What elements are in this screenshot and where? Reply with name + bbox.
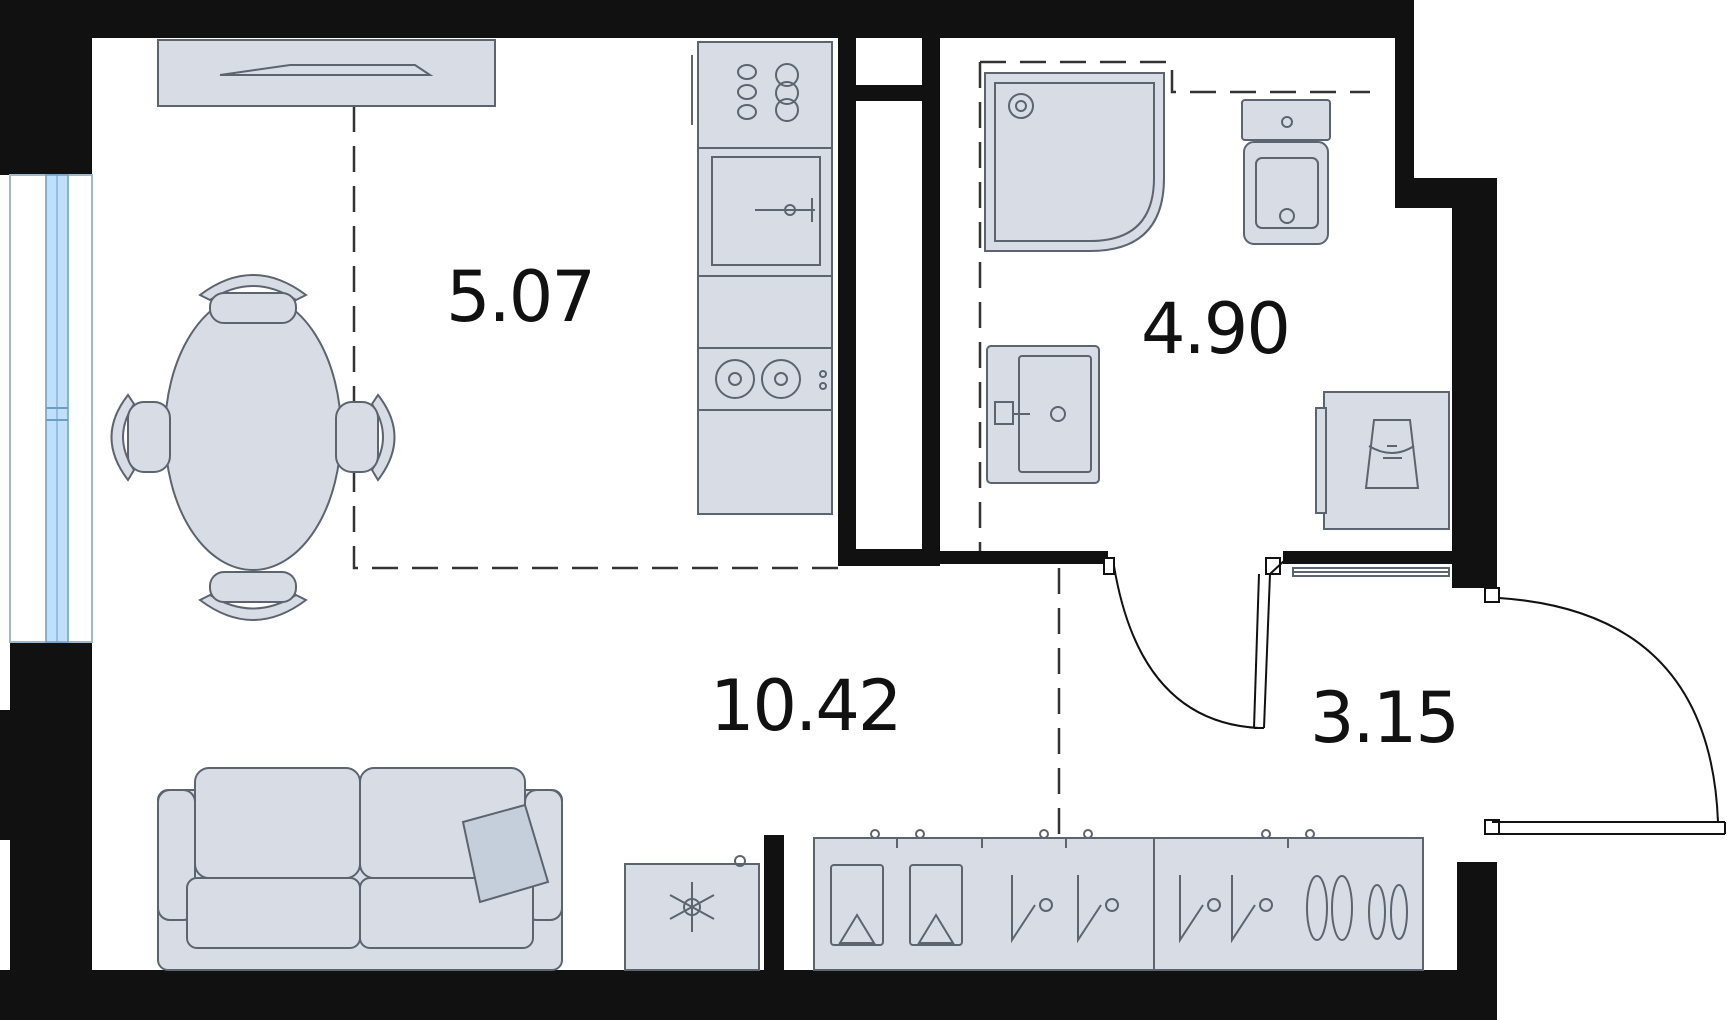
shower-icon [984, 72, 1165, 252]
fridge [624, 855, 760, 971]
hanger-icon [1011, 875, 1273, 944]
sofa [157, 767, 563, 971]
washbasin-icon [986, 345, 1100, 484]
window-icon [9, 174, 93, 643]
wall-bath-bottom-left [940, 551, 1108, 564]
toilet-icon [1241, 99, 1331, 245]
wall-right-mid [1452, 178, 1497, 588]
wall-partition-right [922, 38, 940, 566]
wall-stub [764, 835, 784, 975]
sliding-door [1292, 567, 1450, 577]
wall-left-upper-inner [10, 0, 92, 175]
wall-partition-left [838, 38, 856, 566]
room-area-kitchen: 5.07 [446, 256, 596, 338]
kitchen-cabinets [691, 41, 833, 515]
fridge-snowflake-icon [669, 882, 715, 932]
wall-shaft-top [838, 85, 940, 101]
cooktop-icon [697, 41, 833, 149]
room-area-living: 10.42 [710, 665, 902, 747]
wall-hall-corner [1452, 551, 1484, 588]
wall-right-bottom [1457, 862, 1497, 1020]
wall-bath-bottom-right [1283, 551, 1452, 564]
wall-right-upper [1395, 0, 1414, 178]
furniture [110, 39, 1450, 971]
wall-bottom [0, 970, 1497, 1020]
stove-icon [697, 347, 833, 411]
washing-machine-icon [1315, 391, 1450, 530]
walls [0, 0, 1497, 1020]
room-area-bathroom: 4.90 [1141, 288, 1291, 370]
wall-left-upper [0, 0, 10, 175]
wall-top [0, 0, 1414, 38]
room-area-hallway: 3.15 [1310, 677, 1460, 759]
wall-left-lower [10, 642, 92, 1020]
zone-dividers [352, 60, 1370, 835]
shoes-icon [1306, 875, 1408, 941]
sink-icon [697, 147, 833, 277]
tv-shelf [157, 39, 496, 107]
wall-shaft-bottom [838, 549, 940, 566]
wall-left-lower-edge [0, 710, 12, 840]
door-swing-icon [1103, 557, 1726, 835]
dining-table [110, 274, 396, 621]
wardrobe [813, 829, 1424, 971]
